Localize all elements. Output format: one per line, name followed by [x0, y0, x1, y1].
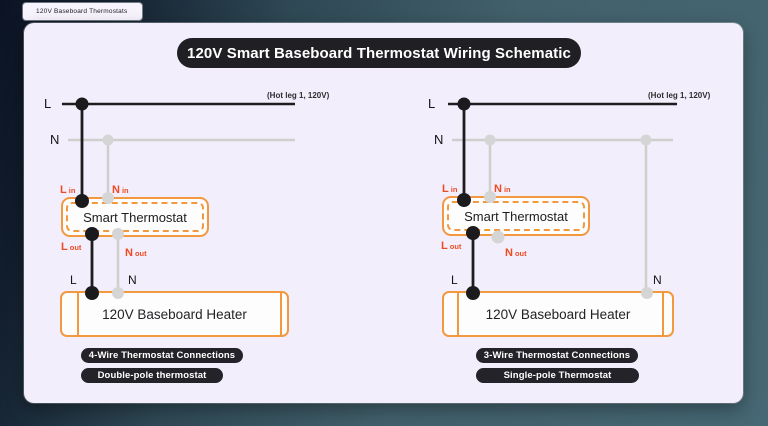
schematic-canvas: 120V Smart Baseboard Thermostat Wiring S…: [24, 23, 743, 403]
terminal-letter: N: [494, 183, 502, 195]
junction-dot-hot: [457, 97, 471, 111]
junction-dot-layer: [75, 97, 653, 300]
smart-thermostat-label: Smart Thermostat: [464, 208, 568, 224]
terminal-sub: in: [503, 185, 511, 194]
junction-dot-neutral: [102, 192, 114, 204]
smart-thermostat-box: Smart Thermostat: [61, 197, 209, 237]
junction-dot-hot: [75, 194, 89, 208]
terminal-letter: L: [442, 183, 449, 195]
dots-double-pole: [75, 97, 124, 300]
junction-dot-hot: [75, 97, 89, 111]
junction-dot-hot: [466, 226, 480, 240]
terminal-sub: in: [68, 186, 76, 195]
terminal-sub: out: [134, 249, 147, 258]
junction-dot-neutral: [484, 134, 496, 146]
terminal-letter: L: [441, 240, 448, 252]
junction-dot-neutral: [640, 134, 652, 146]
terminal-sub: out: [69, 243, 82, 252]
terminal-letter: L: [60, 184, 67, 196]
baseboard-heater-label: 120V Baseboard Heater: [102, 306, 247, 322]
junction-dot-neutral: [112, 228, 124, 240]
terminal-sub: in: [450, 185, 458, 194]
heater-hot-label: L: [451, 273, 458, 287]
schematic-title: 120V Smart Baseboard Thermostat Wiring S…: [187, 44, 571, 62]
heater-end-cap: [662, 293, 664, 335]
hot-bus-label: L: [44, 96, 52, 111]
junction-dot-neutral: [102, 134, 114, 146]
terminal-letter: N: [505, 247, 513, 259]
junction-dot-neutral: [484, 191, 496, 203]
baseboard-heater-box: 120V Baseboard Heater: [60, 291, 289, 337]
heater-neutral-label: N: [653, 273, 662, 287]
neutral-bus-label: N: [50, 132, 60, 147]
junction-dot-hot: [85, 286, 99, 300]
heater-end-cap: [77, 293, 79, 335]
junction-dot-hot: [466, 286, 480, 300]
heater-end-cap: [280, 293, 282, 335]
app-tab[interactable]: 120V Baseboard Thermostats: [23, 3, 142, 20]
junction-dot-neutral: [112, 287, 124, 299]
junction-dot-neutral: [641, 287, 653, 299]
hot-leg-note: (Hot leg 1, 120V): [267, 91, 330, 100]
schematic-title-banner: 120V Smart Baseboard Thermostat Wiring S…: [177, 38, 581, 68]
heater-end-cap: [457, 293, 459, 335]
terminal-sub: in: [121, 186, 129, 195]
terminal-sub: out: [449, 242, 462, 251]
terminal-sub: out: [514, 249, 527, 258]
terminal-letter: N: [112, 184, 120, 196]
badge-wire-count: 3-Wire Thermostat Connections: [476, 348, 638, 363]
smart-thermostat-box: Smart Thermostat: [442, 196, 590, 236]
junction-dot-neutral-out-stub: [491, 230, 505, 244]
badge-label: Single-pole Thermostat: [503, 370, 612, 381]
app-tab-label: 120V Baseboard Thermostats: [36, 8, 128, 15]
terminal-letter: N: [125, 247, 133, 259]
hot-leg-note: (Hot leg 1, 120V): [648, 91, 711, 100]
smart-thermostat-label: Smart Thermostat: [83, 209, 187, 225]
wires-single-pole: [448, 102, 677, 293]
badge-label: Double-pole thermostat: [97, 370, 207, 381]
badge-pole-type: Single-pole Thermostat: [476, 368, 639, 383]
terminal-letter: L: [61, 241, 68, 253]
badge-label: 4-Wire Thermostat Connections: [88, 350, 236, 361]
junction-dot-hot: [85, 227, 99, 241]
wires-double-pole: [62, 102, 295, 293]
heater-neutral-label: N: [128, 273, 137, 287]
heater-hot-label: L: [70, 273, 77, 287]
badge-pole-type: Double-pole thermostat: [81, 368, 223, 383]
wire-layer: [62, 102, 677, 293]
dots-single-pole: [457, 97, 653, 300]
hot-bus-label: L: [428, 96, 436, 111]
junction-dot-hot: [457, 193, 471, 207]
smart-thermostat-inner-border: Smart Thermostat: [66, 202, 204, 232]
badge-wire-count: 4-Wire Thermostat Connections: [81, 348, 243, 363]
badge-label: 3-Wire Thermostat Connections: [483, 350, 631, 361]
smart-thermostat-inner-border: Smart Thermostat: [447, 201, 585, 231]
baseboard-heater-label: 120V Baseboard Heater: [485, 306, 631, 322]
neutral-bus-label: N: [434, 132, 444, 147]
baseboard-heater-box: 120V Baseboard Heater: [442, 291, 674, 337]
